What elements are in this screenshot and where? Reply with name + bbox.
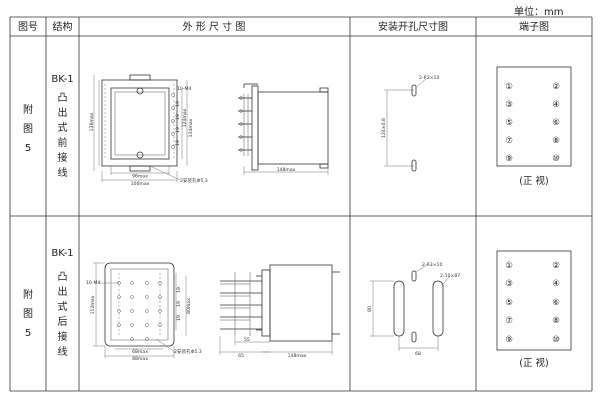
svg-text:112max: 112max (90, 295, 96, 314)
svg-text:68max: 68max (132, 349, 148, 355)
svg-text:接: 接 (58, 330, 68, 343)
row2-cutout-diagram: 80 68 2-R3×10 2-10×87 (367, 262, 460, 357)
unit-label: 单位：mm (514, 7, 564, 18)
header-structure: 结构 (53, 20, 73, 33)
row1-structure-label: 凸 出 式 前 接 线 (58, 92, 68, 179)
svg-text:19: 19 (175, 114, 181, 120)
row1-outline-side-view: 148max (238, 83, 329, 175)
row2-terminal-diagram: ① ② ③ ④ ⑤ ⑥ ⑦ ⑧ ⑨ ⑩ (496, 250, 572, 351)
terminal-1: ① (505, 82, 513, 92)
svg-text:附: 附 (23, 288, 33, 301)
svg-text:2-R3×10: 2-R3×10 (422, 262, 442, 268)
row2-outline-front-view (104, 262, 175, 347)
svg-text:2安装孔Φ5.3: 2安装孔Φ5.3 (180, 177, 208, 184)
terminal-3: ③ (505, 279, 513, 289)
svg-text:2-10×87: 2-10×87 (440, 273, 460, 279)
svg-text:线: 线 (58, 166, 68, 179)
row2-outline-dimensions: 112max 10-M4 19 19 19 80max 68max 88max … (86, 262, 202, 362)
terminal-2: ② (552, 261, 560, 271)
terminal-6: ⑥ (552, 118, 560, 128)
header-fig-no: 图号 (18, 21, 38, 33)
table-grid (9, 16, 593, 392)
svg-text:前: 前 (58, 136, 68, 149)
terminal-9: ⑨ (505, 154, 513, 164)
svg-text:19: 19 (176, 315, 182, 321)
terminal-4: ④ (552, 100, 560, 110)
row1-view-label: (正 视) (519, 175, 548, 187)
svg-text:68: 68 (415, 351, 421, 357)
svg-text:55: 55 (244, 337, 250, 343)
terminal-9: ⑨ (505, 335, 513, 345)
svg-text:10-M4: 10-M4 (86, 280, 100, 286)
header-outline: 外 形 尺 寸 图 (183, 20, 246, 33)
svg-text:88max: 88max (132, 356, 148, 362)
svg-text:19: 19 (175, 127, 181, 133)
svg-text:10-M4: 10-M4 (177, 86, 191, 92)
row1-outline-dimensions: 136max 124max 134max 10-M4 19 19 19 19 9… (89, 75, 208, 187)
header-cutout: 安装开孔尺寸图 (378, 20, 448, 33)
svg-text:106max: 106max (131, 181, 150, 187)
svg-text:凸: 凸 (58, 92, 68, 104)
svg-text:凸: 凸 (58, 271, 68, 283)
terminal-6: ⑥ (552, 298, 560, 308)
row1-model: BK-1 (51, 74, 73, 85)
row1-terminal-diagram: ① ② ③ ④ ⑤ ⑥ ⑦ ⑧ ⑨ ⑩ (496, 66, 572, 167)
row2-fig-no: 附 图 5 (23, 288, 33, 339)
svg-text:80: 80 (367, 306, 373, 312)
terminal-5: ⑤ (505, 118, 513, 128)
terminal-8: ⑧ (552, 136, 560, 146)
svg-text:19: 19 (176, 301, 182, 307)
terminal-3: ③ (505, 100, 513, 110)
row2-model: BK-1 (51, 248, 73, 259)
svg-text:80max: 80max (186, 298, 192, 314)
svg-text:出: 出 (58, 106, 68, 119)
terminal-7: ⑦ (505, 136, 513, 146)
svg-text:19: 19 (176, 287, 182, 293)
row1-fig-no: 附 图 5 (23, 103, 33, 154)
svg-text:124max: 124max (182, 108, 188, 127)
terminal-10: ⑩ (552, 335, 560, 345)
svg-text:19: 19 (175, 101, 181, 107)
svg-text:2-R3×10: 2-R3×10 (419, 75, 439, 81)
svg-text:出: 出 (58, 285, 68, 298)
svg-text:后: 后 (58, 316, 68, 328)
terminal-2: ② (552, 82, 560, 92)
svg-text:2安装孔Φ5.3: 2安装孔Φ5.3 (174, 348, 202, 355)
terminal-10: ⑩ (552, 154, 560, 164)
svg-text:124±0.8: 124±0.8 (381, 118, 387, 138)
svg-text:96max: 96max (132, 174, 148, 180)
row2-structure-label: 凸 出 式 后 接 线 (58, 271, 68, 358)
svg-text:图: 图 (23, 123, 33, 135)
svg-text:图: 图 (23, 308, 33, 320)
svg-text:5: 5 (25, 143, 31, 154)
row2-view-label: (正 视) (519, 357, 548, 369)
terminal-4: ④ (552, 279, 560, 289)
row2-outline-side-view: 55 65 148max (219, 264, 340, 359)
row1-cutout-diagram: 124±0.8 2-R3×10 (381, 75, 439, 172)
svg-text:式: 式 (58, 121, 68, 134)
svg-text:136max: 136max (89, 112, 95, 131)
svg-text:148max: 148max (277, 167, 296, 173)
svg-text:接: 接 (58, 151, 68, 164)
svg-text:线: 线 (58, 345, 68, 358)
terminal-7: ⑦ (505, 316, 513, 326)
terminal-5: ⑤ (505, 298, 513, 308)
svg-text:附: 附 (23, 103, 33, 116)
svg-text:19: 19 (175, 140, 181, 146)
svg-text:134max: 134max (188, 118, 194, 137)
svg-text:式: 式 (58, 300, 68, 313)
svg-text:65: 65 (238, 353, 244, 359)
terminal-8: ⑧ (552, 316, 560, 326)
terminal-1: ① (505, 261, 513, 271)
header-terminal: 端子图 (519, 20, 549, 33)
svg-text:5: 5 (25, 328, 31, 339)
svg-text:148max: 148max (288, 353, 307, 359)
row1-outline-front-view (101, 74, 178, 172)
